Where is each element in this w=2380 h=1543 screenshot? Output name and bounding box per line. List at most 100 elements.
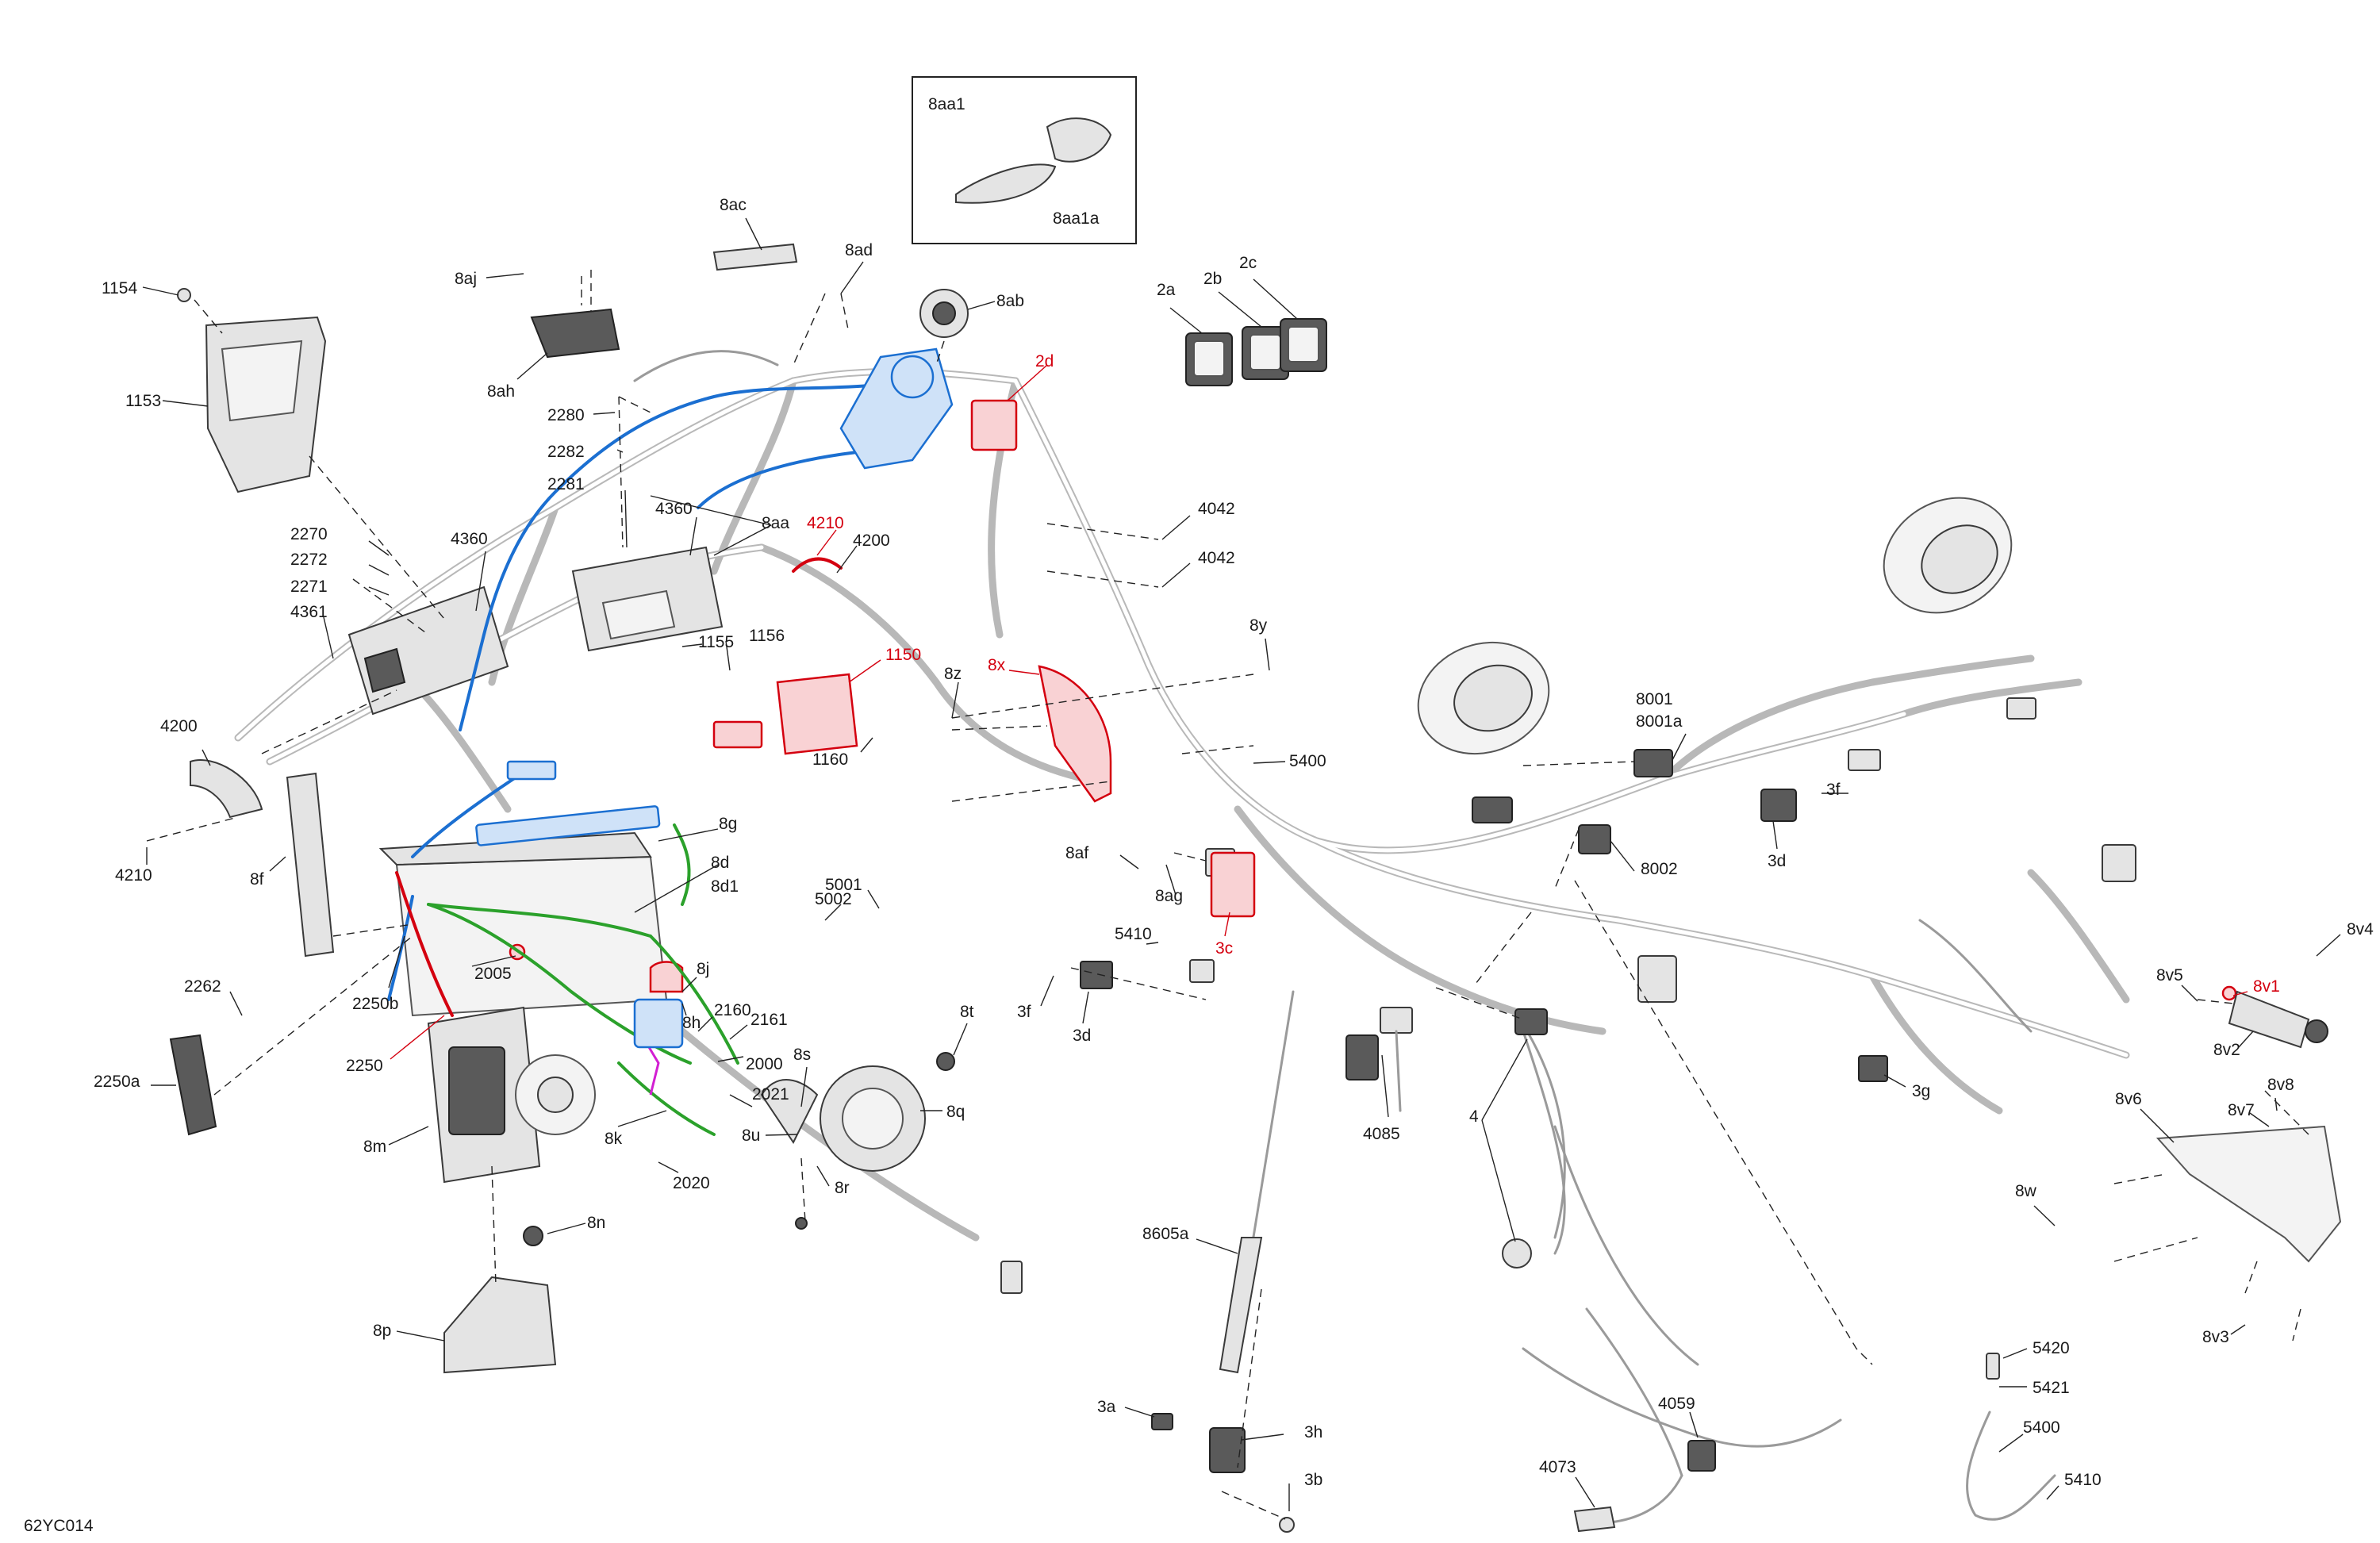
callout-8ah: 8ah <box>487 382 515 401</box>
speaker-right <box>1883 497 2013 614</box>
bracket-8ah <box>530 308 620 359</box>
callout-8aa1: 8aa1 <box>928 95 965 113</box>
callout-5421: 5421 <box>2033 1379 2070 1397</box>
connector-8001 <box>1633 749 1673 777</box>
connector-3d-upper <box>1760 789 1797 822</box>
battery-8d <box>378 831 668 1017</box>
connector-block <box>1637 955 1677 1003</box>
key-inset <box>912 76 1137 244</box>
callout-1154: 1154 <box>102 279 137 297</box>
callout-1160: 1160 <box>812 750 848 769</box>
callout-8y: 8y <box>1250 616 1268 635</box>
callout-1150: 1150 <box>885 646 921 664</box>
callout-8af: 8af <box>1065 844 1088 862</box>
callout-1153: 1153 <box>125 392 161 410</box>
connector-block <box>1472 796 1513 823</box>
bracket-1153 <box>177 288 327 493</box>
pin-8v1 <box>2221 985 2237 1001</box>
connector-small <box>1380 1007 1413 1034</box>
callout-8v7: 8v7 <box>2228 1101 2255 1119</box>
callout-8w: 8w <box>2015 1182 2037 1200</box>
callout-8v5: 8v5 <box>2156 966 2183 985</box>
connector-end <box>1000 1261 1023 1294</box>
connector-3g <box>1858 1055 1888 1082</box>
callout-2c: 2c <box>1239 254 1257 272</box>
callout-8h: 8h <box>682 1014 701 1032</box>
callout-8v3: 8v3 <box>2202 1328 2229 1346</box>
nut-3a <box>1151 1413 1173 1430</box>
callout-3f-right: 3f <box>1826 781 1841 799</box>
callout-8aj: 8aj <box>455 270 477 288</box>
callout-8001a: 8001a <box>1636 712 1683 731</box>
callout-8v8: 8v8 <box>2267 1076 2294 1094</box>
callout-4210-left: 4210 <box>115 866 152 885</box>
callout-4073: 4073 <box>1539 1458 1576 1476</box>
switch-2a <box>1185 332 1233 386</box>
bracket-2250a <box>169 1034 217 1136</box>
callout-2005: 2005 <box>474 965 512 983</box>
callout-4059: 4059 <box>1658 1395 1695 1413</box>
callout-3c: 3c <box>1215 939 1233 958</box>
figure-code: 62YC014 <box>24 1517 94 1535</box>
callout-8ab: 8ab <box>996 292 1024 310</box>
plate-8ac <box>712 243 798 271</box>
switch-2c <box>1280 318 1327 372</box>
callout-8ad: 8ad <box>845 241 873 259</box>
callout-5001: 5001 <box>825 876 862 894</box>
callout-4200-left: 4200 <box>160 717 198 735</box>
callout-8d1: 8d1 <box>711 877 739 896</box>
leader-lines <box>142 217 2341 1511</box>
lock-actuator-8v2 <box>2228 990 2328 1049</box>
callout-8aa1a: 8aa1a <box>1053 209 1100 228</box>
speaker-left <box>1417 641 1550 755</box>
connector-small <box>1189 959 1215 983</box>
callout-8p: 8p <box>373 1322 391 1340</box>
antenna-8605a <box>1151 990 1295 1533</box>
callout-8f: 8f <box>250 870 264 889</box>
solenoid-8h-assembly <box>633 998 684 1096</box>
callout-8002: 8002 <box>1641 860 1678 878</box>
abs-module-8m <box>427 1006 596 1184</box>
bracket-8f <box>286 772 335 958</box>
callout-2280: 2280 <box>547 406 585 424</box>
callout-8v1: 8v1 <box>2253 977 2280 996</box>
callout-5410-mid: 5410 <box>1115 925 1152 943</box>
callout-2021: 2021 <box>752 1085 789 1104</box>
callout-8d: 8d <box>711 854 729 872</box>
callout-3d-right: 3d <box>1768 852 1786 870</box>
bolt-5420 <box>1986 1353 2000 1380</box>
connector-small <box>1848 749 1881 771</box>
callout-8q: 8q <box>946 1103 965 1121</box>
bracket-8x <box>1038 665 1112 803</box>
callout-2a: 2a <box>1157 281 1176 299</box>
callout-2b: 2b <box>1203 270 1222 288</box>
callout-2020: 2020 <box>673 1174 710 1192</box>
callout-4360-left: 4360 <box>451 530 488 548</box>
connector-4059 <box>1687 1440 1716 1472</box>
cable-2250 <box>395 871 454 1017</box>
sensor-5400 <box>1966 1353 2056 1521</box>
callout-8u: 8u <box>742 1127 760 1145</box>
bracket-4200-left <box>190 759 263 819</box>
relay-4085 <box>1345 1030 1402 1112</box>
callout-8s: 8s <box>793 1046 811 1064</box>
callout-8g: 8g <box>719 815 737 833</box>
callout-2282: 2282 <box>547 443 585 461</box>
callout-2d: 2d <box>1035 352 1054 370</box>
callout-8j: 8j <box>697 960 709 978</box>
callout-8ag: 8ag <box>1155 887 1183 905</box>
callout-3g: 3g <box>1912 1082 1930 1100</box>
sensor-harness-4 <box>1502 1008 1566 1269</box>
callout-5420: 5420 <box>2033 1339 2070 1357</box>
callout-8x: 8x <box>988 656 1006 674</box>
callout-8aa: 8aa <box>762 514 789 532</box>
nut-8t <box>936 1052 955 1071</box>
grommet-8n <box>523 1226 543 1246</box>
bracket-8p <box>443 1276 557 1374</box>
module-1150 <box>712 673 858 755</box>
callout-8t: 8t <box>960 1003 974 1021</box>
callout-8001: 8001 <box>1636 690 1673 708</box>
callout-4210-top: 4210 <box>807 514 844 532</box>
harness-4059 <box>1522 1307 1842 1533</box>
